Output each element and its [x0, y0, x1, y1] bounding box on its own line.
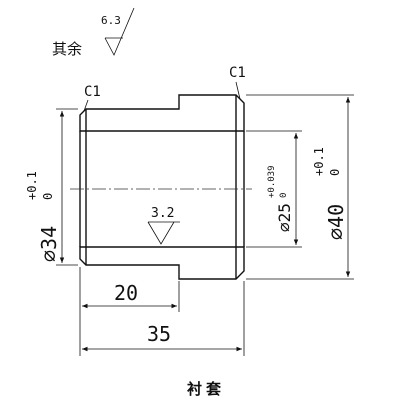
- upper-wall: [79, 94, 245, 132]
- chamfer-right-label: C1: [229, 65, 246, 81]
- lower-wall: [79, 246, 245, 280]
- roughness-value: 6.3: [101, 14, 121, 27]
- svg-text:⌀40: ⌀40: [324, 204, 348, 240]
- dim-bore: ⌀25 +0.039 0: [246, 130, 302, 248]
- svg-text:⌀34: ⌀34: [37, 226, 61, 262]
- roughness-symbol: [104, 7, 135, 56]
- svg-text:0: 0: [328, 169, 342, 176]
- chamfer-left-label: C1: [84, 84, 101, 100]
- svg-text:0: 0: [41, 193, 55, 200]
- svg-text:⌀25: ⌀25: [275, 203, 294, 232]
- bore-roughness-value: 3.2: [151, 206, 174, 221]
- chamfer-callouts: C1 C1: [83, 65, 246, 112]
- svg-text:+0.1: +0.1: [25, 171, 39, 200]
- dim-outer-small: ⌀34 +0.1 0: [25, 108, 78, 266]
- svg-text:20: 20: [114, 281, 138, 305]
- svg-text:35: 35: [147, 322, 171, 346]
- svg-text:+0.1: +0.1: [312, 147, 326, 176]
- dim-length-total: 35: [82, 281, 245, 356]
- general-roughness-note: 其余 6.3: [52, 7, 135, 58]
- bore-roughness-note: 3.2: [147, 206, 180, 245]
- svg-text:0: 0: [279, 193, 289, 198]
- dim-length-small: 20: [79, 267, 180, 356]
- svg-text:+0.039: +0.039: [267, 165, 277, 198]
- part-title: 衬套: [187, 380, 225, 398]
- dim-outer-large: ⌀40 +0.1 0: [246, 94, 354, 280]
- roughness-prefix: 其余: [52, 40, 82, 58]
- section-walls: [79, 94, 245, 280]
- bore-roughness-symbol: [147, 221, 175, 245]
